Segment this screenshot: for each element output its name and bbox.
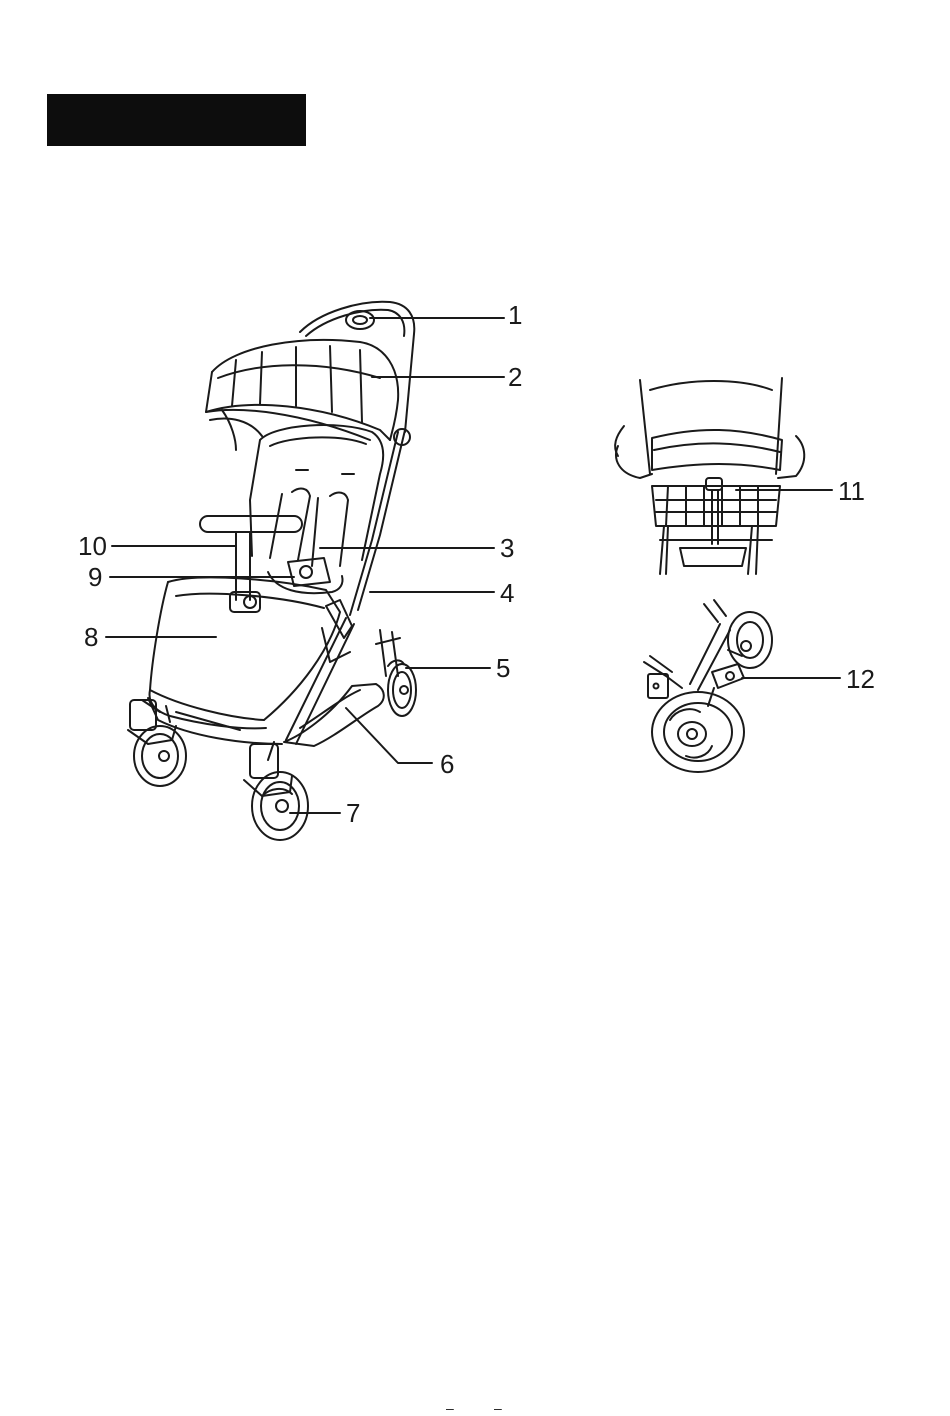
callout-label-6: 6 — [440, 751, 454, 777]
callout-label-9: 9 — [88, 564, 102, 590]
callout-label-2: 2 — [508, 364, 522, 390]
page-mark-left: – — [446, 1401, 454, 1415]
callout-label-7: 7 — [346, 800, 360, 826]
callout-label-3: 3 — [500, 535, 514, 561]
callout-label-8: 8 — [84, 624, 98, 650]
callout-label-4: 4 — [500, 580, 514, 606]
page-mark-right: – — [494, 1401, 502, 1415]
callout-label-1: 1 — [508, 302, 522, 328]
callout-label-12: 12 — [846, 666, 875, 692]
wheel-detail-illustration — [644, 600, 772, 772]
callout-label-10: 10 — [78, 533, 107, 559]
callout-label-11: 11 — [838, 478, 865, 504]
stroller-main-illustration — [128, 302, 416, 840]
rear-view-illustration — [615, 378, 804, 574]
callout-label-5: 5 — [496, 655, 510, 681]
